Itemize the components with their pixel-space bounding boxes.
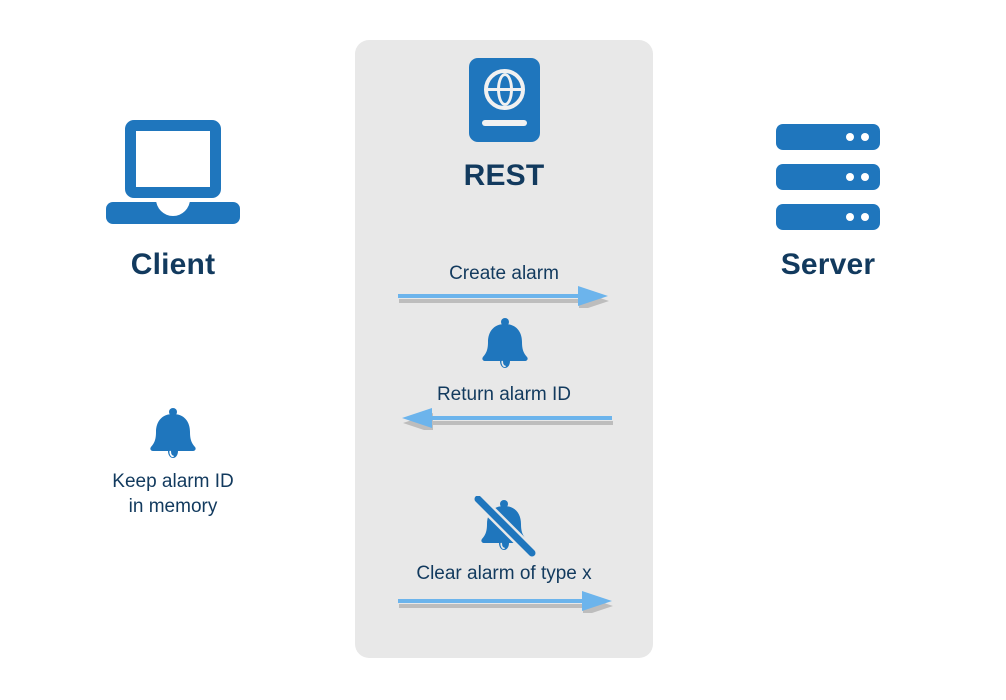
message-label-clear-alarm: Clear alarm of type x [416, 563, 592, 584]
server-icon [776, 124, 880, 230]
server-status-dot [861, 133, 869, 141]
rest-label: REST [463, 159, 545, 192]
globe-passport-icon [469, 58, 540, 142]
client-label: Client [130, 248, 216, 281]
arrow-right-clear-alarm [396, 591, 616, 613]
server-status-dot [861, 173, 869, 181]
bell-off-slash [474, 496, 536, 557]
laptop-screen [125, 120, 221, 198]
globe-icon [484, 69, 525, 110]
client-note-line1: Keep alarm ID [112, 471, 234, 492]
server-status-dot [846, 173, 854, 181]
server-status-dot [846, 133, 854, 141]
arrow-left-return-alarm-id [396, 408, 616, 430]
laptop-icon [106, 120, 240, 224]
server-bar [776, 204, 880, 230]
server-status-dot [861, 213, 869, 221]
bell-icon [479, 318, 531, 372]
globe-equator [488, 87, 521, 92]
client-bell-icon [147, 408, 199, 462]
server-bar [776, 164, 880, 190]
arrow-right-create-alarm [396, 286, 612, 308]
globe-underline [482, 120, 527, 126]
message-label-create-alarm: Create alarm [449, 263, 559, 284]
bell-off-icon [473, 496, 537, 558]
server-status-dot [846, 213, 854, 221]
laptop-notch [156, 199, 190, 216]
server-label: Server [780, 248, 876, 281]
client-note-line2: in memory [128, 496, 218, 517]
message-label-return-alarm-id: Return alarm ID [436, 384, 572, 405]
server-bar [776, 124, 880, 150]
